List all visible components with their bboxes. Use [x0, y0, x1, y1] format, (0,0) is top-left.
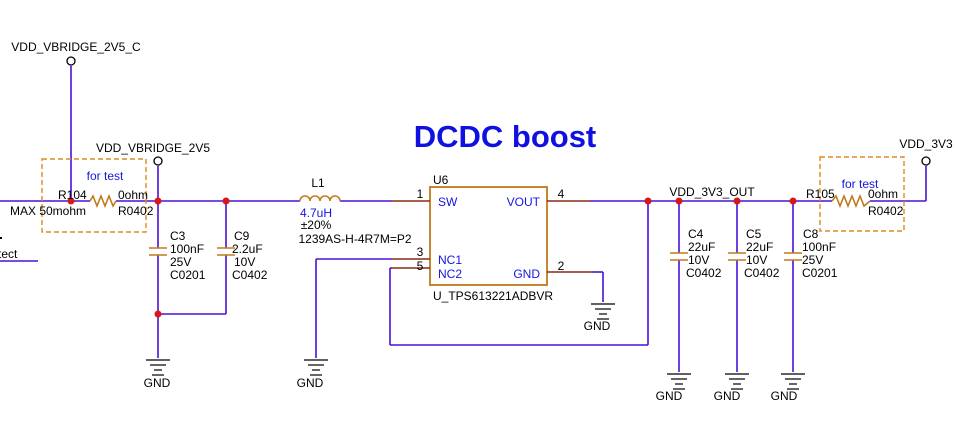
diagram-title: DCDC boost [414, 119, 597, 154]
svg-text:10V: 10V [746, 253, 767, 267]
max-resistance-note: MAX 50mohm [10, 204, 86, 218]
ground-symbol: GND [714, 373, 749, 403]
r105-note: for test [842, 177, 879, 191]
ground-symbol: GND [297, 359, 328, 390]
r104-value: 0ohm [118, 188, 148, 202]
svg-text:100nF: 100nF [802, 240, 836, 254]
resistor-r104: for test R104 0ohm R0402 MAX 50mohm [10, 158, 154, 233]
u6-part: U_TPS613221ADBVR [433, 289, 553, 303]
r105-value: 0ohm [868, 187, 898, 201]
svg-text:25V: 25V [170, 255, 191, 269]
ground-symbol: GND [771, 373, 805, 403]
svg-text:GND: GND [771, 389, 798, 403]
svg-text:4: 4 [558, 187, 565, 201]
svg-text:10V: 10V [234, 255, 255, 269]
ground-symbol: GND [656, 373, 691, 403]
svg-text:C0402: C0402 [686, 266, 722, 280]
svg-text:C0402: C0402 [232, 268, 268, 282]
junction-dot [67, 197, 75, 205]
ground-symbol: GND [144, 359, 171, 390]
u6-pin-nc2: NC2 [438, 267, 462, 281]
power-port-vbridge-c: VDD_VBRIDGE_2V5_C [11, 40, 141, 66]
offpage-label: tect [0, 247, 18, 261]
capacitor-c4: C4 22uF 10V C0402 [670, 227, 722, 280]
svg-text:5: 5 [417, 259, 424, 273]
svg-text:C0201: C0201 [802, 266, 838, 280]
r105-package: R0402 [868, 204, 904, 218]
test-box-r105 [819, 156, 905, 232]
capacitor-c8: C8 100nF 25V C0201 [784, 227, 838, 280]
svg-text:2.2uF: 2.2uF [232, 242, 263, 256]
u6-pin-gnd: GND [513, 267, 540, 281]
svg-text:GND: GND [656, 389, 683, 403]
u6-pin-sw: SW [438, 195, 458, 209]
u6-pin-vout: VOUT [507, 195, 541, 209]
junction-dot [675, 197, 683, 205]
r104-ref: R104 [58, 188, 87, 202]
r104-note: for test [87, 169, 124, 183]
inductor-l1: L1 4.7uH ±20% 1239AS-H-4R7M=P2 [298, 176, 411, 246]
l1-value: 4.7uH [300, 206, 332, 220]
wires [0, 66, 927, 372]
r105-ref: R105 [806, 187, 835, 201]
l1-tolerance: ±20% [301, 218, 332, 232]
junction-dot [222, 197, 230, 205]
ic-u6: U6 U_TPS613221ADBVR 1 3 5 4 2 SW VOUT NC… [392, 173, 592, 303]
junction-dot [644, 197, 652, 205]
svg-text:100nF: 100nF [170, 242, 204, 256]
svg-text:C3: C3 [170, 229, 186, 243]
resistor-r105: for test R105 0ohm R0402 [806, 156, 905, 232]
power-port-vdd3v3: VDD_3V3 [899, 137, 953, 166]
junction-dot [733, 197, 741, 205]
svg-text:C0201: C0201 [170, 268, 206, 282]
junction-dot [789, 197, 797, 205]
svg-text:22uF: 22uF [688, 240, 715, 254]
junction-dot [154, 197, 162, 205]
test-box-r104 [41, 158, 147, 233]
junction-dot [154, 310, 162, 318]
l1-part: 1239AS-H-4R7M=P2 [298, 232, 411, 246]
ground-symbol: GND [584, 303, 615, 333]
svg-text:1: 1 [417, 187, 424, 201]
capacitor-c5: C5 22uF 10V C0402 [728, 227, 780, 280]
svg-text:25V: 25V [802, 253, 823, 267]
svg-text:C5: C5 [746, 227, 762, 241]
svg-text:10V: 10V [688, 253, 709, 267]
svg-text:22uF: 22uF [746, 240, 773, 254]
capacitor-c3: C3 100nF 25V C0201 [149, 229, 206, 282]
svg-text:GND: GND [714, 389, 741, 403]
svg-text:GND: GND [144, 376, 171, 390]
junctions [67, 197, 797, 318]
svg-text:VDD_VBRIDGE_2V5: VDD_VBRIDGE_2V5 [96, 141, 210, 155]
svg-text:C4: C4 [688, 227, 704, 241]
svg-text:VDD_VBRIDGE_2V5_C: VDD_VBRIDGE_2V5_C [11, 40, 141, 54]
u6-ref: U6 [433, 173, 449, 187]
svg-text:C0402: C0402 [744, 266, 780, 280]
svg-text:C9: C9 [234, 229, 250, 243]
svg-text:2: 2 [558, 259, 565, 273]
capacitor-c9: C9 2.2uF 10V C0402 [217, 229, 268, 282]
svg-text:VDD_3V3: VDD_3V3 [899, 137, 953, 151]
svg-text:GND: GND [297, 376, 324, 390]
svg-text:C8: C8 [803, 227, 819, 241]
svg-text:GND: GND [584, 319, 611, 333]
net-label-vdd3v3-out: VDD_3V3_OUT [669, 185, 755, 199]
power-port-vbridge: VDD_VBRIDGE_2V5 [96, 141, 210, 166]
r104-package: R0402 [118, 204, 154, 218]
l1-ref: L1 [311, 176, 325, 190]
u6-pin-nc1: NC1 [438, 253, 462, 267]
svg-text:3: 3 [417, 245, 424, 259]
